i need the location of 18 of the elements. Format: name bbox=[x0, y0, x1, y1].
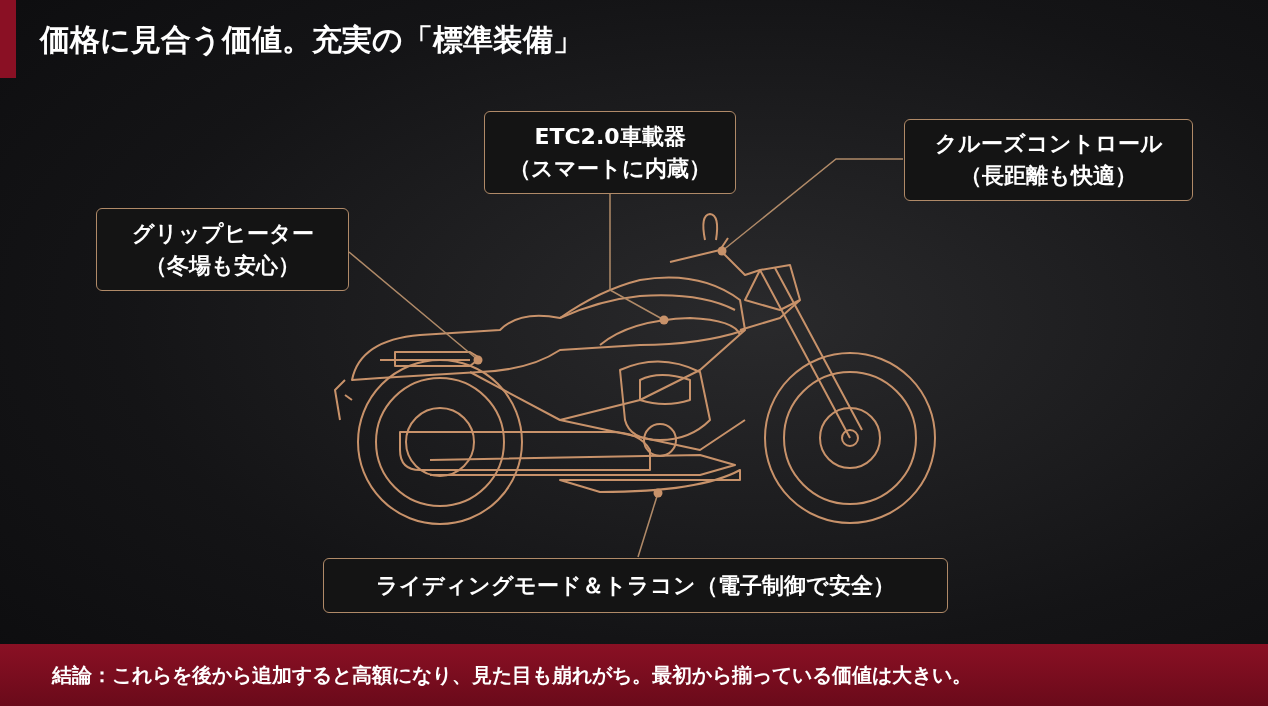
leader-line bbox=[637, 488, 663, 558]
conclusion-banner bbox=[0, 644, 1268, 706]
leader-line bbox=[609, 193, 669, 325]
callout-box bbox=[96, 208, 349, 291]
callout-text: （冬場も安心） bbox=[144, 251, 301, 280]
title: 価格に見合う価値。充実の「標準装備」 bbox=[40, 21, 583, 59]
callout-text: ライディングモード＆トラコン（電子制御で安全） bbox=[376, 571, 895, 600]
conclusion-text: 結論：これらを後から追加すると高額になり、見た目も崩れがち。最初から揃っている価値は大きい。 bbox=[52, 661, 972, 689]
callout-box bbox=[484, 111, 736, 194]
callout-text: クルーズコントロール bbox=[934, 130, 1163, 158]
callout-text: （スマートに内蔵） bbox=[509, 154, 711, 183]
callout-text: グリップヒーター bbox=[131, 219, 314, 248]
leader-line bbox=[348, 251, 483, 365]
callout-text: ETC2.0車載器 bbox=[533, 122, 687, 151]
callout-text: （長距離も快適） bbox=[959, 162, 1138, 190]
leader-line bbox=[717, 158, 904, 256]
callout-box bbox=[323, 558, 948, 613]
callout-box bbox=[904, 119, 1193, 201]
